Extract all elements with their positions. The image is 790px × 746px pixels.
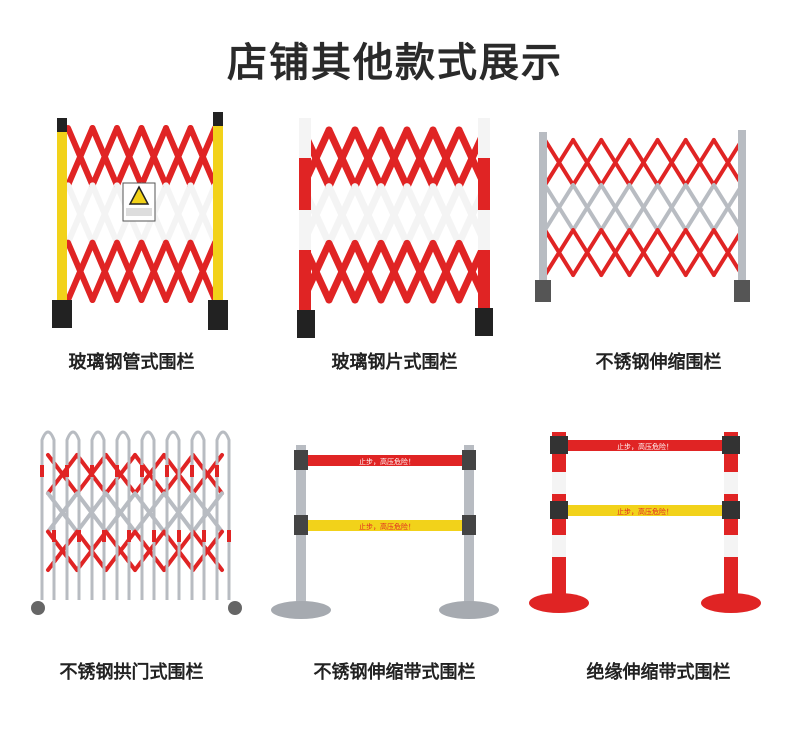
product-card-fiberglass-sheet[interactable]: 玻璃钢片式围栏 [263,100,526,430]
belt-label: 止步，高压危险！ [359,522,415,531]
fence-post [213,112,223,328]
fence-post [738,130,746,300]
product-caption: 绝缘伸缩带式围栏 [586,662,731,683]
belt-red [559,440,731,451]
fence-post [57,118,67,328]
belt-label: 止步，高压危险！ [617,507,673,516]
fence-post [539,132,547,302]
arch-tube [90,430,106,600]
belt-yellow [301,520,473,531]
stanchion-base [439,601,499,619]
page-title: 店铺其他款式展示 [227,40,563,86]
arch-tube [190,430,206,600]
product-caption: 不锈钢伸缩围栏 [595,352,722,373]
post-base [529,593,589,613]
arch-tube [115,430,131,600]
fiberglass-sheet-fence-image [297,118,493,338]
product-card-insulated-belt[interactable]: 止步，高压危险！ 止步，高压危险！ 绝缘伸缩带式围栏 [527,410,790,740]
product-card-stainless-expandable[interactable]: 不锈钢伸缩围栏 [527,100,790,430]
belt-red [301,455,473,466]
belt-label: 止步，高压危险！ [359,457,415,466]
caster-wheel-icon [228,601,242,615]
insulated-belt-barrier-image: 止步，高压危险！ 止步，高压危险！ [529,432,761,613]
caster-wheel-icon [31,601,45,615]
arch-tube [140,430,156,600]
post-base [701,593,761,613]
product-caption: 不锈钢伸缩带式围栏 [313,662,476,683]
product-caption: 玻璃钢管式围栏 [68,352,195,373]
arch-tube [40,430,56,600]
product-card-fiberglass-tube[interactable]: 玻璃钢管式围栏 [0,100,263,430]
product-card-stainless-belt[interactable]: 止步，高压危险！ 止步，高压危险！ 不锈钢伸缩带式围栏 [263,410,526,740]
arch-tube [165,430,181,600]
stainless-expandable-fence-image [535,130,750,302]
arch-tube [65,430,81,600]
stanchion-base [271,601,331,619]
belt-label: 止步，高压危险！ [617,442,673,451]
stainless-arch-fence-image [31,430,242,615]
product-card-stainless-arch[interactable]: 不锈钢拱门式围栏 [0,410,263,740]
product-caption: 玻璃钢片式围栏 [331,352,458,373]
arch-tube [215,430,231,600]
stainless-belt-barrier-image: 止步，高压危险！ 止步，高压危险！ [271,445,499,619]
product-caption: 不锈钢拱门式围栏 [59,662,204,683]
belt-yellow [559,505,731,516]
fiberglass-tube-fence-image [52,112,228,330]
